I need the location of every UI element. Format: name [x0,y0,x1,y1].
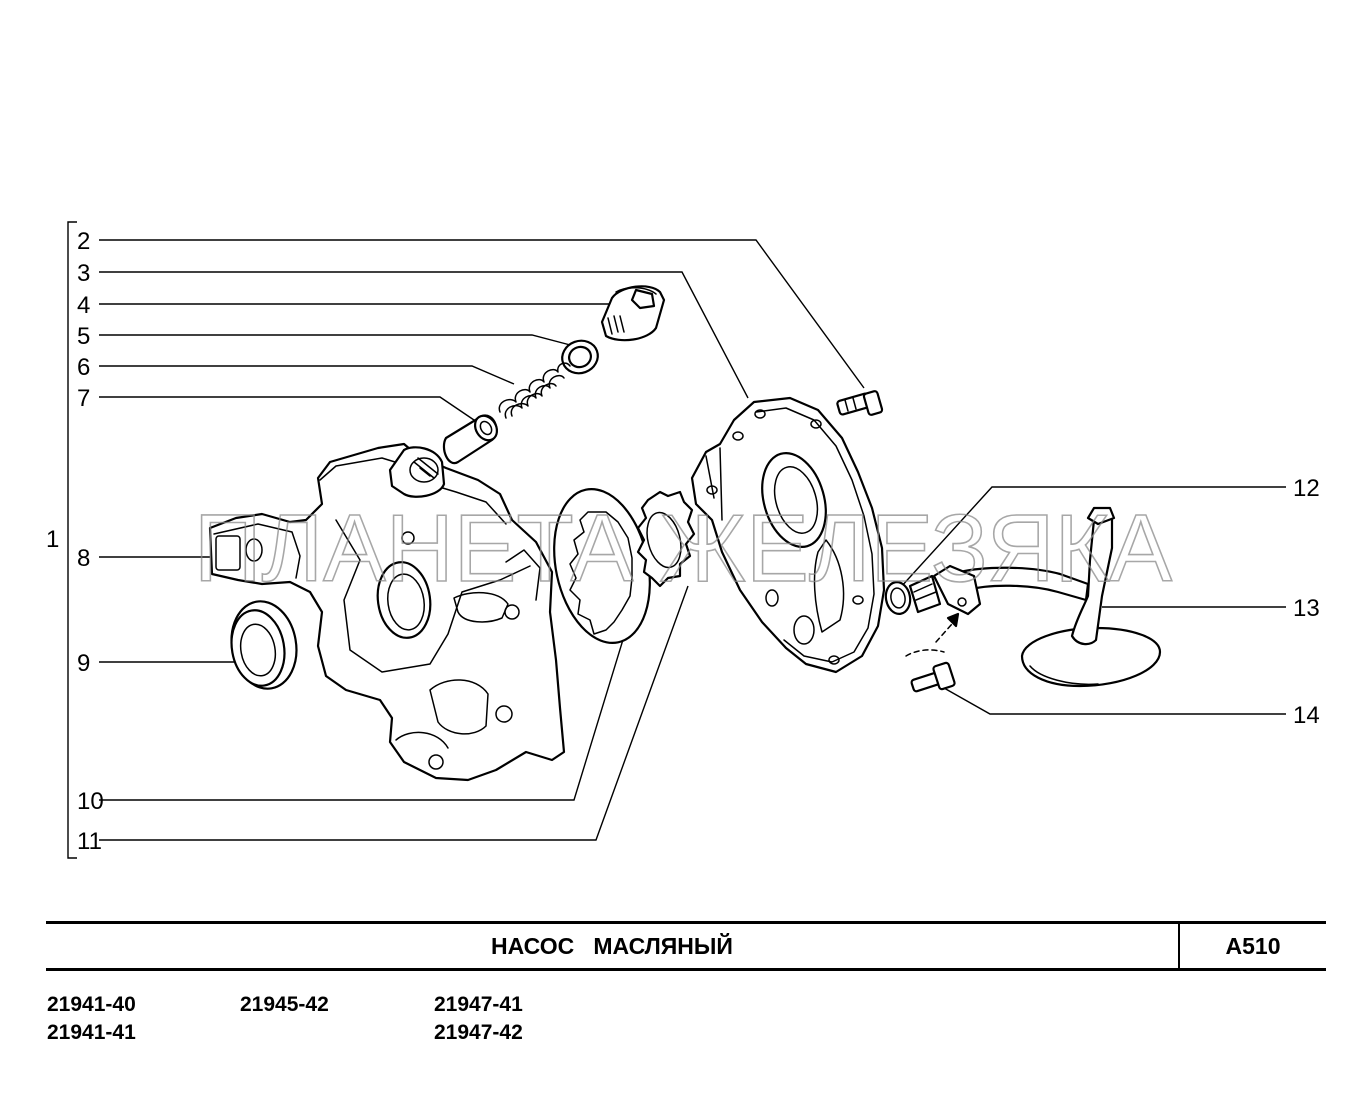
title-divider [1178,924,1180,968]
part-7-piston [442,414,499,465]
model-code: 21941-40 [47,993,136,1016]
model-code: 21941-41 [47,1021,136,1044]
drawing-code: A510 [1225,933,1281,959]
callout-4: 4 [77,292,90,319]
part-5-washer [561,339,599,375]
callout-6: 6 [77,354,90,381]
part-6-spring [498,362,571,419]
title-block: НАСОС МАСЛЯНЫЙ A510 [46,921,1326,971]
part-14-bolt [905,612,960,693]
part-9-oil-seal [230,600,298,690]
callout-11: 11 [77,828,102,855]
callout-12: 12 [1293,475,1320,502]
callout-3: 3 [77,260,90,287]
model-code: 21945-42 [240,993,329,1016]
callout-10: 10 [77,788,104,815]
page-title: НАСОС МАСЛЯНЫЙ [491,933,733,959]
callout-14: 14 [1293,702,1320,729]
part-4-plug [600,285,666,342]
part-3-pump-cover [690,396,886,674]
assembly-bracket [67,221,77,859]
part-12-o-ring [884,581,912,615]
callout-7: 7 [77,385,90,412]
part-11-inner-gear [636,490,696,588]
callout-13: 13 [1293,595,1320,622]
callout-2: 2 [77,228,90,255]
part-8-pump-housing [208,442,566,782]
callout-9: 9 [77,650,90,677]
callout-1: 1 [46,526,59,553]
watermark: ПЛАНЕТА ЖЕЛЕЗЯКА [194,495,1172,602]
callout-5: 5 [77,323,90,350]
model-code: 21947-42 [434,1021,523,1044]
part-13-oil-pickup [908,506,1162,688]
callout-8: 8 [77,545,90,572]
part-2-bolt [836,390,884,416]
model-code: 21947-41 [434,993,523,1016]
